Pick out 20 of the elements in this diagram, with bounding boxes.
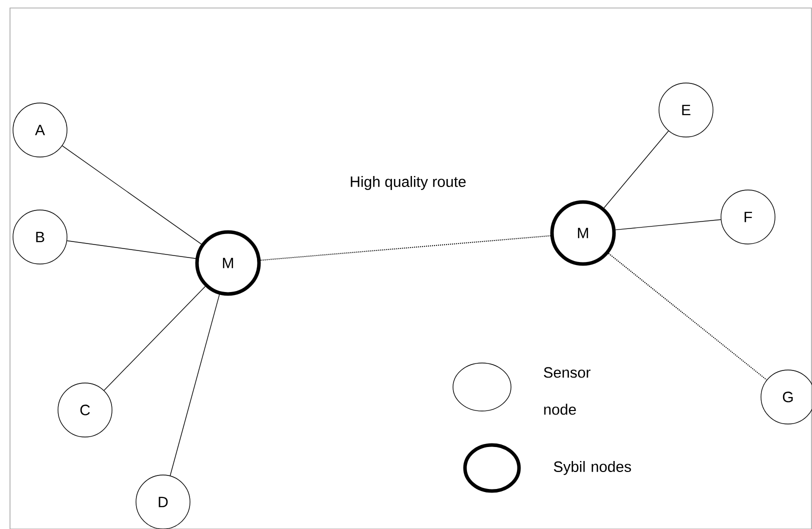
connector-line (104, 286, 206, 391)
sybil-node: M (550, 200, 616, 266)
sensor-node: E (658, 82, 714, 138)
connector-line (170, 294, 220, 476)
sensor-node: G (760, 370, 812, 424)
connector-line (260, 235, 551, 261)
connector-line (62, 145, 202, 244)
edge-label: High quality route (348, 175, 468, 191)
sybil-node: M (195, 230, 261, 296)
connector-line (615, 219, 722, 230)
sensor-node: F (720, 190, 776, 244)
connector-line (604, 130, 669, 208)
legend-label: Sybil nodes (554, 461, 631, 475)
legend-label: Sensor node (544, 367, 590, 415)
connector-line (66, 240, 196, 259)
sensor-node: D (136, 474, 190, 529)
sensor-node: C (58, 382, 112, 438)
sensor-node: B (12, 210, 68, 264)
sensor-node: A (12, 102, 68, 158)
connector-line (608, 252, 768, 380)
